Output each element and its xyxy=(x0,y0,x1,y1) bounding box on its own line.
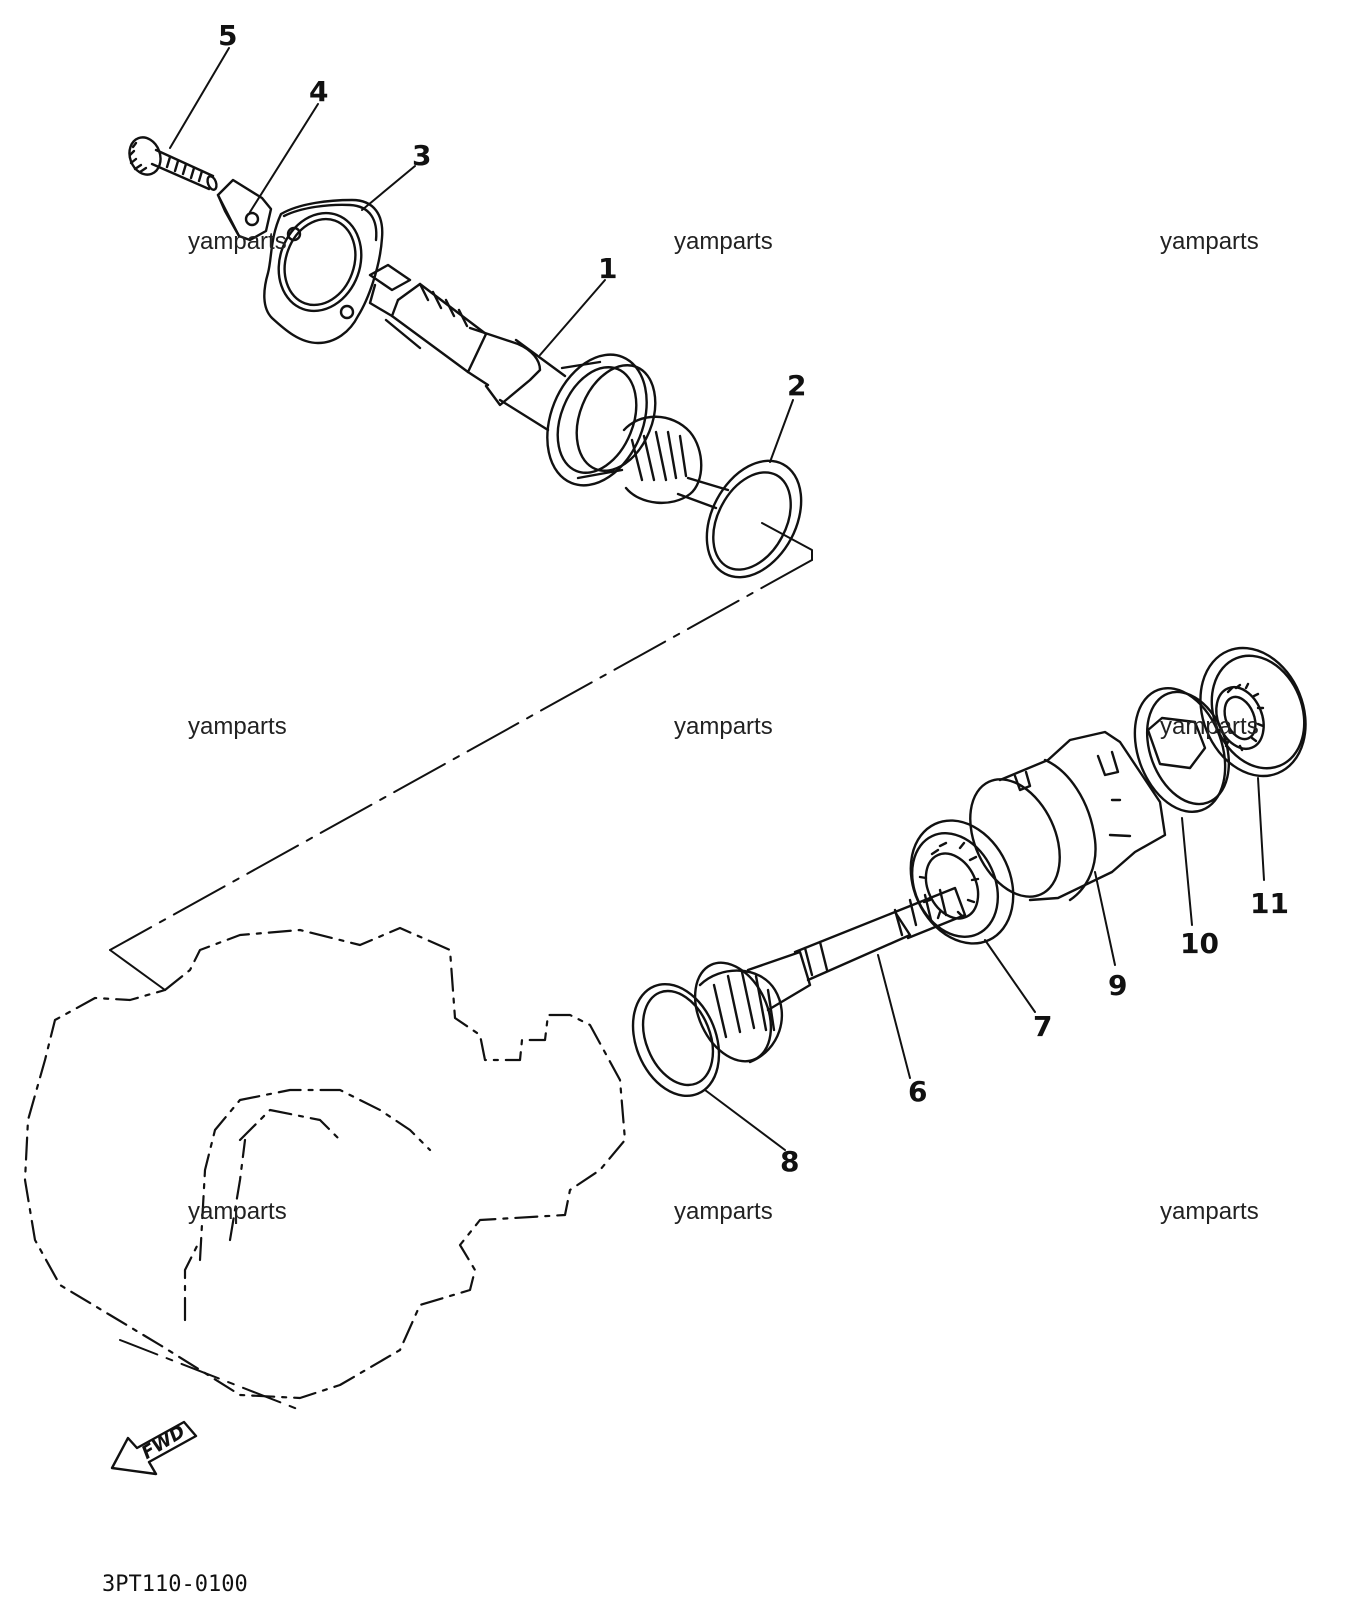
part-label-7: 7 xyxy=(1033,1010,1053,1043)
part-label-10: 10 xyxy=(1180,927,1219,960)
part-11-oil-seal xyxy=(1199,646,1307,778)
part-label-1: 1 xyxy=(598,252,618,285)
part-label-4: 4 xyxy=(309,75,329,108)
part-label-8: 8 xyxy=(780,1145,800,1178)
watermark: yamparts xyxy=(188,1198,287,1225)
diagram-code: 3PT110-0100 xyxy=(102,1572,248,1597)
watermark: yamparts xyxy=(1160,1198,1259,1225)
part-label-11: 11 xyxy=(1250,887,1289,920)
forward-arrow-icon xyxy=(110,1420,198,1476)
part-label-5: 5 xyxy=(218,19,238,52)
part-10-nut xyxy=(1133,686,1231,814)
watermark: yamparts xyxy=(1160,713,1259,740)
part-3-bearing-plate xyxy=(263,198,384,345)
part-7-bearing xyxy=(909,819,1015,945)
leader-lines xyxy=(169,47,1265,1151)
part-2-shim-ring xyxy=(705,459,803,579)
part-9-bearing-housing xyxy=(969,730,1167,902)
watermark: yamparts xyxy=(674,228,773,255)
part-label-9: 9 xyxy=(1108,969,1128,1002)
watermark: yamparts xyxy=(674,1198,773,1225)
part-label-6: 6 xyxy=(908,1075,928,1108)
watermark: yamparts xyxy=(674,713,773,740)
watermark: yamparts xyxy=(188,713,287,740)
part-label-2: 2 xyxy=(787,369,807,402)
part-label-3: 3 xyxy=(412,139,432,172)
part-8-shim-ring xyxy=(631,982,721,1098)
part-4-lock-washer xyxy=(216,178,273,242)
part-6-driven-shaft xyxy=(693,886,967,1064)
part-1-drive-shaft xyxy=(368,263,730,510)
part-5-bolt xyxy=(128,136,218,191)
watermark: yamparts xyxy=(1160,228,1259,255)
assembly-reference-lines xyxy=(109,522,813,1411)
crankcase-outline xyxy=(23,926,627,1400)
watermark: yamparts xyxy=(188,228,287,255)
